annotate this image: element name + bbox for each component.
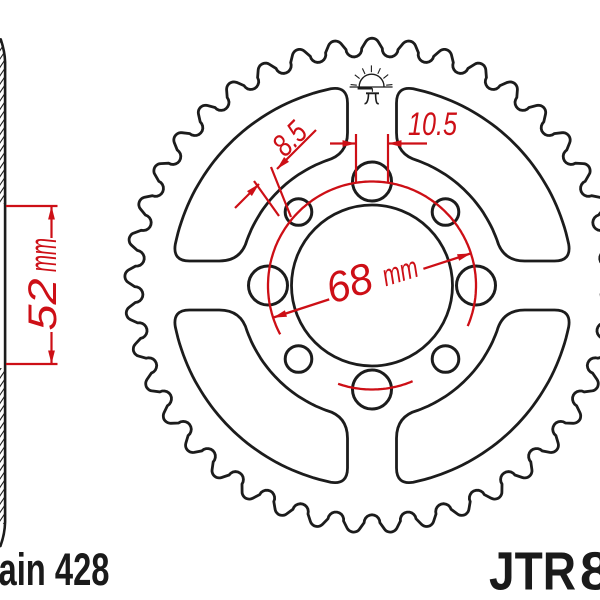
svg-text:10.5: 10.5 [408, 106, 457, 142]
svg-text:mm: mm [23, 238, 65, 272]
svg-text:JTR: JTR [489, 541, 576, 600]
svg-text:52: 52 [21, 279, 65, 331]
svg-text:8: 8 [580, 541, 600, 600]
svg-text:ain 428: ain 428 [0, 544, 110, 595]
